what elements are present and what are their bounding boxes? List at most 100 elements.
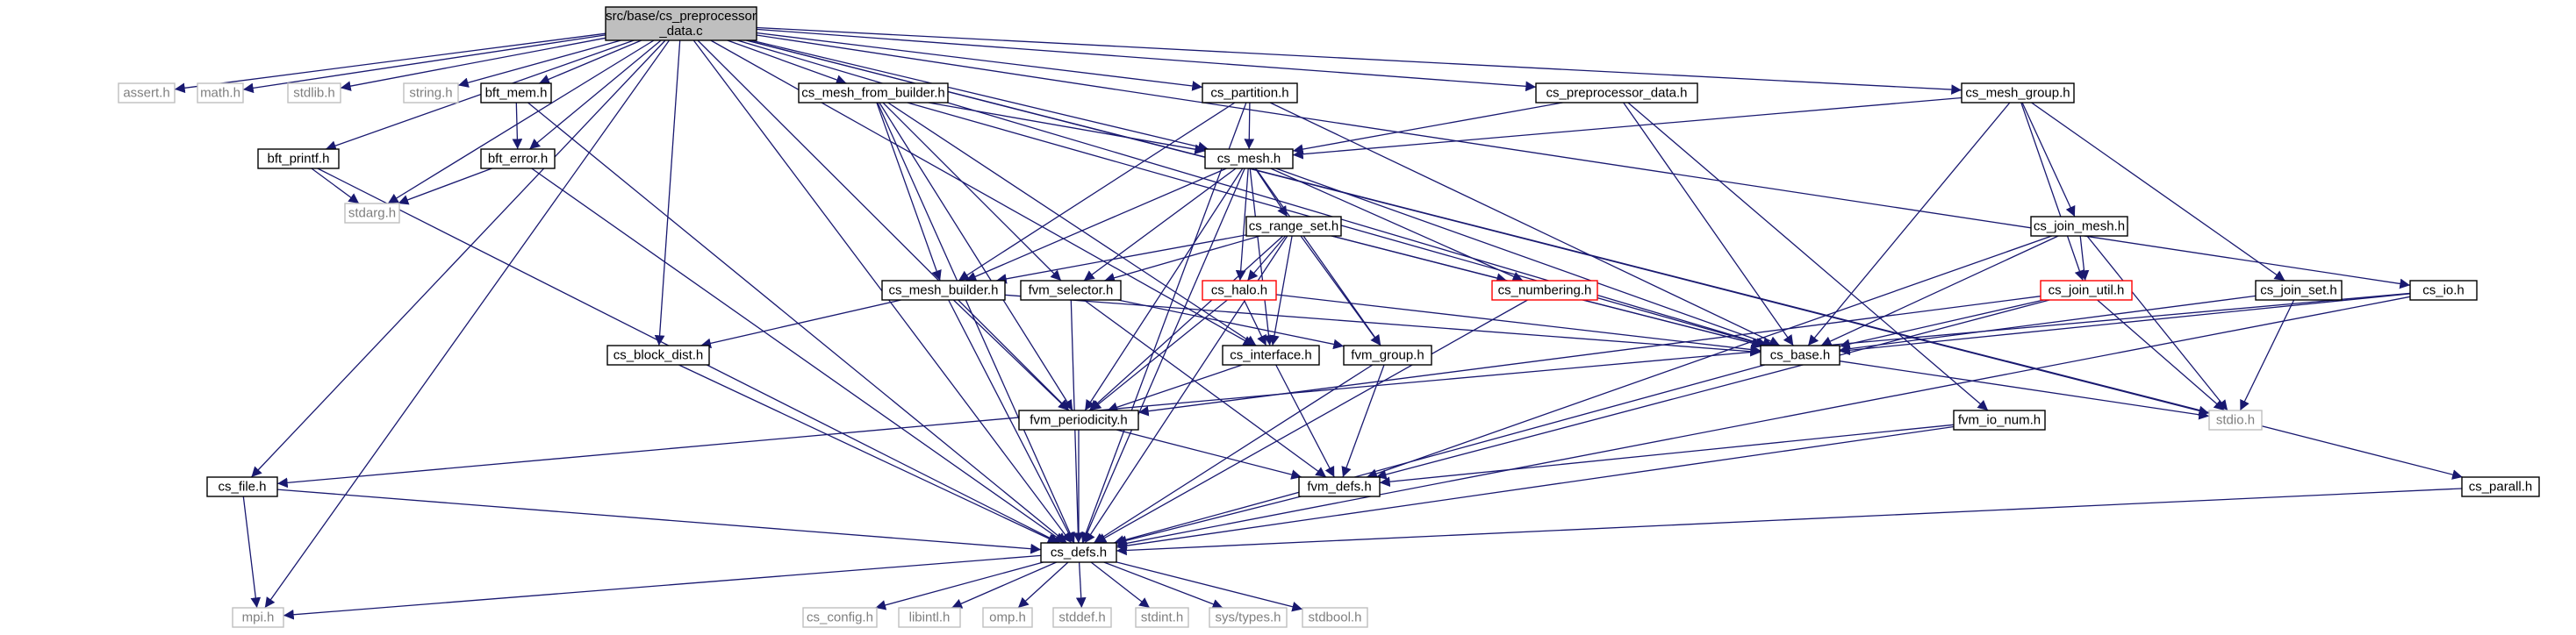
node-label: assert.h [123,86,169,101]
node-cs-join-util[interactable]: cs_join_util.h [2040,280,2133,301]
node-box [1535,82,1698,103]
edge-cs_join_mesh-to-cs_join_util [2078,235,2090,282]
edge-cs_defs-to-omp [1017,561,1069,609]
edge-cs_halo-to-cs_interface [1243,299,1267,346]
node-bft-error[interactable]: bft_error.h [480,148,556,169]
edge-cs_join_mesh-to-cs_base [1820,235,2059,346]
node-cs-mesh[interactable]: cs_mesh.h [1204,148,1294,169]
node-cs-base[interactable]: cs_base.h [1760,345,1841,366]
node-label: cs_preprocessor_data.h [1546,86,1688,101]
edge-cs_range_set-to-fvm_selector [1104,235,1260,283]
node-cs-block-dist[interactable]: cs_block_dist.h [606,345,710,366]
node-box [798,82,949,103]
edge-root-to-cs_mesh_group [756,26,1962,95]
node-label: cs_halo.h [1211,283,1267,298]
node-fvm-periodicity[interactable]: fvm_periodicity.h [1018,410,1139,431]
node-string: string.h [403,82,459,103]
edge-cs_interface-to-fvm_periodicity [1107,364,1243,412]
edge-cs_mesh-to-cs_numbering [1270,168,1524,282]
edge-cs_mesh-to-cs_defs [1082,168,1245,544]
node-label: omp.h [989,610,1026,625]
edge-root-to-bft_printf [325,39,635,151]
node-cs-file[interactable]: cs_file.h [206,476,278,497]
edge-fvm_group-to-cs_defs [1093,364,1374,544]
edge-root-to-cs_block_dist [654,39,681,346]
node-root[interactable]: src/base/cs_preprocessor_data.c [605,6,757,41]
node-omp: omp.h [982,607,1033,628]
edge-cs_io-to-cs_defs [1116,296,2411,549]
edge-cs_partition-to-cs_mesh [1244,102,1255,150]
node-bft-mem[interactable]: bft_mem.h [480,82,552,103]
node-fvm-selector[interactable]: fvm_selector.h [1020,280,1122,301]
edge-root-to-math [242,34,606,94]
node-box [2040,280,2133,301]
node-systypes: sys/types.h [1209,607,1288,628]
edge-bft_error-to-cs_defs [531,168,1066,544]
node-label: cs_config.h [807,610,873,625]
node-box [2030,216,2128,237]
edge-cs_join_util-to-stdio [2097,299,2225,411]
node-cs-io[interactable]: cs_io.h [2409,280,2478,301]
node-label: mpi.h [242,610,275,625]
edge-cs_file-to-mpi [242,496,262,609]
node-cs-interface[interactable]: cs_interface.h [1222,345,1320,366]
node-box [1018,410,1139,431]
edge-root-to-mpi [264,39,671,609]
edge-cs_numbering-to-cs_base [1582,299,1762,348]
edge-cs_range_set-to-cs_mesh_builder [995,234,1247,284]
node-label: cs_mesh_group.h [1965,86,2070,101]
edge-cs_partition-to-cs_base [1269,102,1781,346]
node-label: cs_parall.h [2469,480,2533,495]
edge-cs_parall-to-cs_defs [1116,488,2463,556]
node-box [1491,280,1598,301]
edge-cs_defs-to-stddef [1075,561,1087,609]
node-cs-join-set[interactable]: cs_join_set.h [2255,280,2343,301]
node-fvm-io-num[interactable]: fvm_io_num.h [1953,410,2046,431]
node-stddef: stddef.h [1052,607,1112,628]
node-cs-preprocessor-data-h[interactable]: cs_preprocessor_data.h [1535,82,1698,103]
edge-cs_defs-to-cs_config [875,561,1044,610]
edge-cs_mesh_from_builder-to-fvm_selector [882,102,1062,282]
edge-cs_join_set-to-cs_base [1839,295,2257,354]
edge-cs_mesh_group-to-cs_join_mesh [2021,102,2076,218]
node-label: fvm_group.h [1351,348,1424,363]
node-fvm-defs[interactable]: fvm_defs.h [1298,476,1381,497]
node-cs-mesh-group[interactable]: cs_mesh_group.h [1961,82,2075,103]
edge-cs_preprocessor_data_h-to-cs_mesh [1292,102,1563,154]
node-cs-mesh-from-builder[interactable]: cs_mesh_from_builder.h [798,82,949,103]
node-cs-parall[interactable]: cs_parall.h [2461,476,2540,497]
node-fvm-group[interactable]: fvm_group.h [1343,345,1432,366]
edge-cs_join_util-to-fvm_defs [1375,299,2050,480]
node-cs-range-set[interactable]: cs_range_set.h [1245,216,1342,237]
edge-cs_defs-to-mpi [283,554,1042,620]
node-bft-printf[interactable]: bft_printf.h [257,148,340,169]
node-box [1209,607,1288,628]
edge-cs_range_set-to-cs_halo [1246,235,1287,282]
edge-cs_mesh-to-cs_base [1275,168,1774,347]
node-cs-mesh-builder[interactable]: cs_mesh_builder.h [881,280,1006,301]
edge-cs_partition-to-cs_defs [1080,102,1247,544]
node-box [1040,542,1117,563]
node-box [232,607,284,628]
node-box [1343,345,1432,366]
node-cs-join-mesh[interactable]: cs_join_mesh.h [2030,216,2128,237]
node-libintl: libintl.h [898,607,961,628]
edge-root-to-bft_mem [538,39,642,84]
node-label: cs_mesh_builder.h [888,283,998,298]
node-cs-halo[interactable]: cs_halo.h [1202,280,1277,301]
node-label: bft_printf.h [268,152,330,167]
edge-cs_base-to-stdio [1839,360,2210,420]
node-label: cs_block_dist.h [614,348,704,363]
node-box [403,82,459,103]
node-box [1961,82,2075,103]
node-box [605,6,757,41]
node-label: src/base/cs_preprocessor [606,9,757,24]
node-cs-defs[interactable]: cs_defs.h [1040,542,1117,563]
edge-cs_mesh_group-to-cs_join_util [2020,102,2084,282]
node-cs-partition[interactable]: cs_partition.h [1202,82,1298,103]
edge-cs_join_mesh-to-stdio [2086,235,2228,411]
node-box [480,148,556,169]
node-box [898,607,961,628]
node-cs-numbering[interactable]: cs_numbering.h [1491,280,1598,301]
